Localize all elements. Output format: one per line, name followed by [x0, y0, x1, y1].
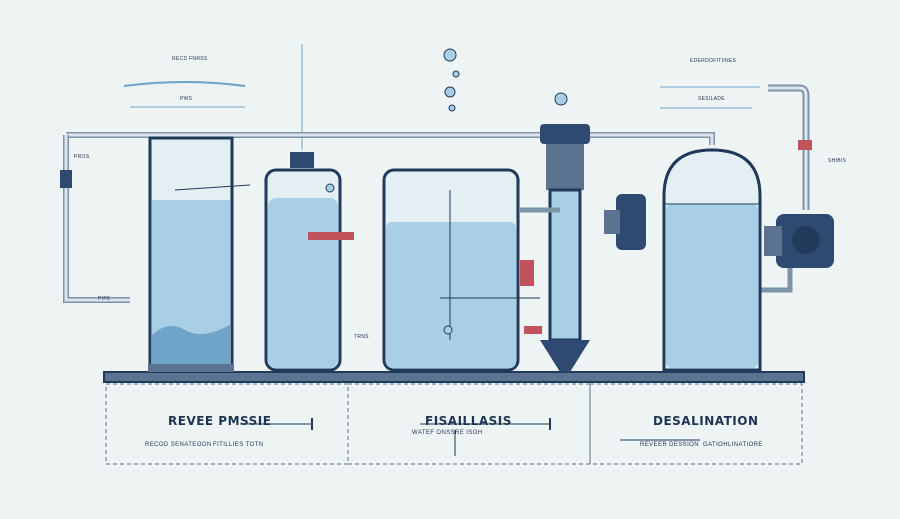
section-caption-1: RECOD SENATEOON — [145, 442, 212, 448]
section-title-1: REVEE PMSSIE — [168, 414, 272, 428]
section-title-3: DESALINATION — [653, 414, 759, 428]
membrane-column — [520, 124, 590, 372]
callout-top-right-1: EDERDOFITIINES — [690, 58, 737, 64]
section-caption-2: WATEF ONSSRE ISOH — [412, 430, 483, 436]
tank-3 — [382, 168, 540, 372]
callout-tank-small: TRNS — [354, 334, 369, 340]
tank-1 — [148, 136, 251, 372]
callout-left-1: PROS — [74, 154, 90, 160]
pump-1 — [604, 194, 646, 250]
pump-2 — [764, 214, 834, 268]
callout-left-2: PIPE — [98, 296, 111, 302]
right-valve-icon — [798, 140, 812, 150]
left-valve-icon — [60, 170, 72, 188]
callout-top-right-2: SESILADE — [698, 96, 725, 102]
section-caption-3: REVEER DESSION — [640, 442, 699, 448]
panel-2 — [347, 383, 591, 465]
callout-top-left-1: RECD FNRSS — [172, 56, 208, 62]
section-caption-3b: GATIOHLINATIORE — [703, 442, 763, 448]
callout-top-left-2: PWS — [180, 96, 193, 102]
section-caption-1b: FITILLIES TOTN — [213, 442, 264, 448]
guide-line — [123, 81, 246, 87]
section-title-2: FISAILLASIS — [425, 414, 512, 428]
panel-3 — [589, 383, 803, 465]
tank-2 — [264, 152, 354, 372]
callout-right-1: SHIBIS — [828, 158, 847, 164]
tank-4 — [662, 148, 762, 372]
base-platform — [103, 371, 805, 383]
